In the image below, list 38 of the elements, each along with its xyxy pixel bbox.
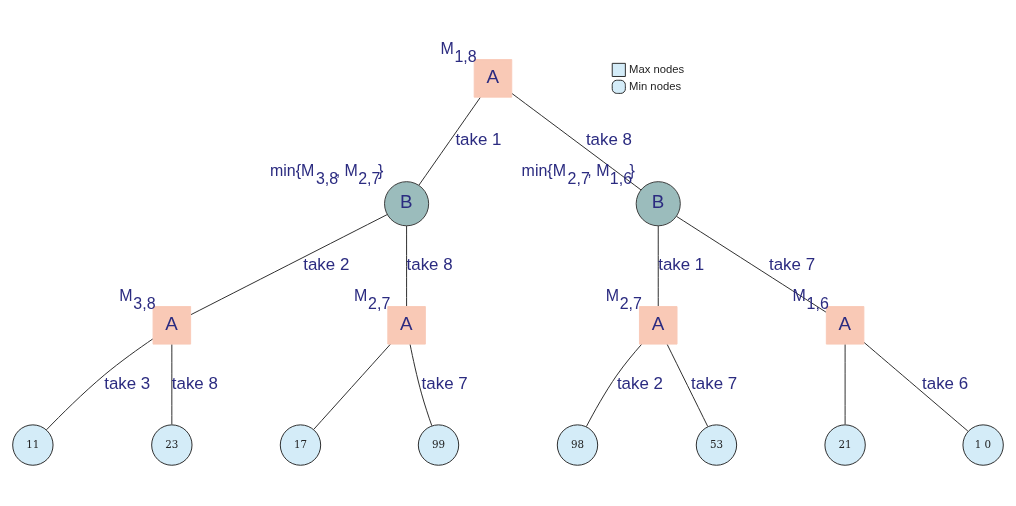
connector xyxy=(418,96,481,186)
node-circle: B xyxy=(384,180,430,226)
connector xyxy=(313,343,391,430)
node-circle: 23 xyxy=(151,423,193,466)
connector xyxy=(511,92,642,190)
node-circle: 21 xyxy=(824,423,866,466)
edge-label: take 2 xyxy=(303,254,350,274)
node-circle: 17 xyxy=(279,423,322,466)
legend-label: Max nodes xyxy=(629,62,685,75)
node-circle: 53 xyxy=(695,423,738,466)
edge-label: take 7 xyxy=(421,373,468,393)
connector xyxy=(585,343,643,427)
node-circle: 99 xyxy=(417,423,460,466)
edge-label: take 3 xyxy=(104,373,151,393)
node-circle: 1 0 xyxy=(962,423,1004,466)
connector xyxy=(844,343,846,425)
connector xyxy=(171,343,173,425)
connector xyxy=(190,213,388,315)
node-box: A xyxy=(639,305,678,345)
node-box: A xyxy=(387,305,426,345)
connector xyxy=(676,215,827,313)
edge-label: take 8 xyxy=(171,373,218,393)
edge-label: take 6 xyxy=(922,373,969,393)
connector xyxy=(409,343,433,426)
edge-label: take 7 xyxy=(691,373,738,393)
connector xyxy=(657,224,659,307)
edge-label: take 1 xyxy=(455,129,502,149)
connector xyxy=(406,224,408,307)
connector xyxy=(666,343,709,427)
legend-label: Min nodes xyxy=(629,79,682,92)
node-circle: B xyxy=(635,180,681,226)
node-circle: 98 xyxy=(556,423,599,466)
connector xyxy=(46,337,154,430)
edge-label: take 2 xyxy=(616,373,663,393)
edge-label: take 7 xyxy=(769,254,816,274)
connector xyxy=(863,341,969,432)
edge-label: take 8 xyxy=(585,129,632,149)
node-circle: 11 xyxy=(12,423,54,466)
